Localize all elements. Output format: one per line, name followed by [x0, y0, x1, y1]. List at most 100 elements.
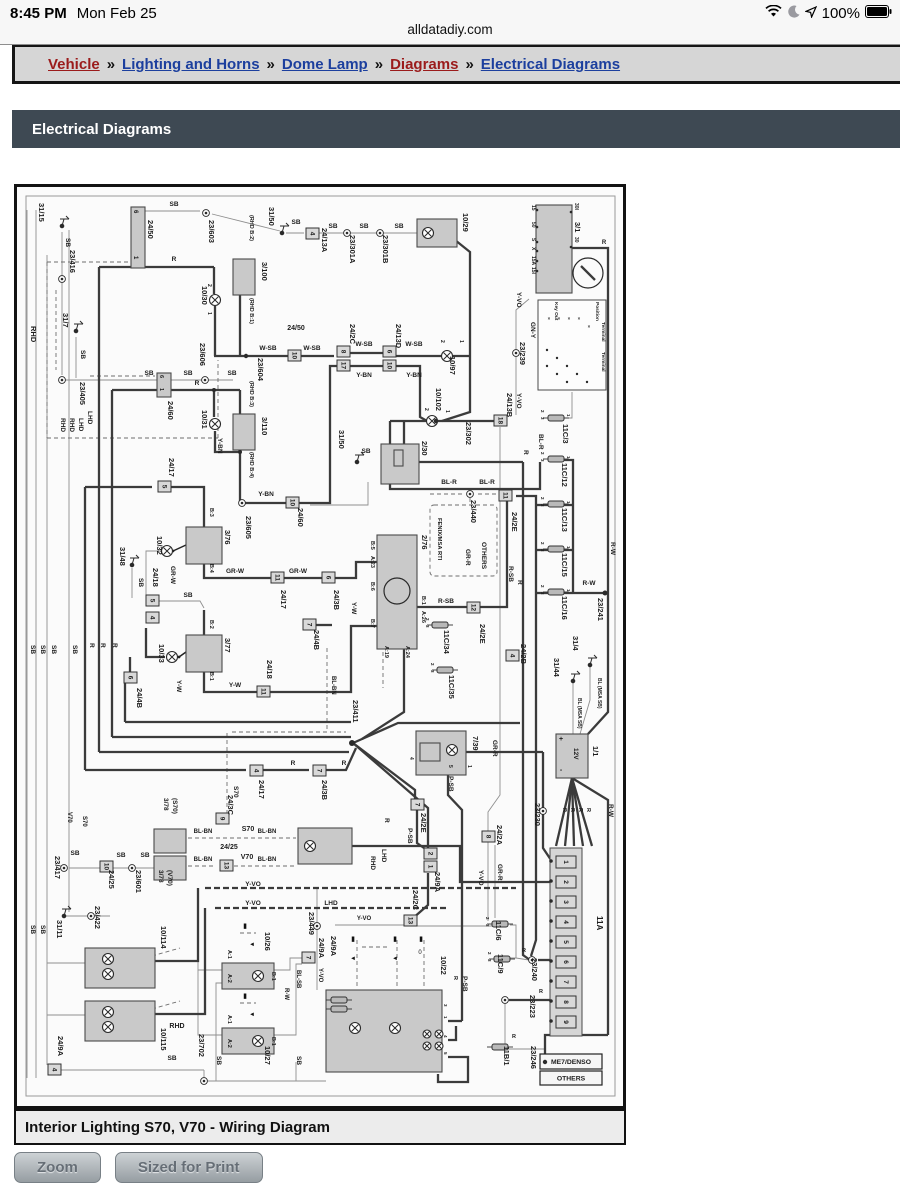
unit-7-39-inner	[419, 742, 441, 762]
connector-pin-18	[493, 414, 508, 427]
connector-pin-11	[256, 685, 271, 698]
connector-pin-4	[249, 764, 264, 777]
diagram-label: 5	[443, 1052, 448, 1055]
wire-node	[549, 959, 553, 963]
diagram-label: SB	[361, 448, 370, 455]
wire-thick	[335, 560, 377, 580]
diagram-label: LHD	[324, 900, 338, 907]
diagram-label: 24/2E	[478, 624, 487, 644]
wire-node	[243, 353, 249, 359]
connector-pin-1	[423, 860, 438, 873]
wire-thick	[446, 775, 464, 1021]
ground-icon	[587, 654, 598, 668]
diagram-label: SB	[64, 238, 71, 247]
diagram-label: S70	[232, 786, 239, 798]
connector-pin-13	[219, 859, 234, 872]
connector-pin-8	[555, 995, 577, 1009]
breadcrumb-link-lighting-and-horns[interactable]: Lighting and Horns	[122, 55, 260, 73]
diagram-label: 1	[566, 456, 571, 459]
ground-icon	[570, 670, 581, 684]
connector-pin-number: 8	[484, 835, 491, 839]
connector-pin-number: 4	[308, 232, 315, 236]
diagram-label: A:26	[420, 611, 426, 623]
diagram-label: 23/601	[134, 870, 143, 893]
diagram-label: 1	[566, 414, 571, 417]
wire-node	[575, 372, 579, 376]
diagram-label: 11A	[595, 916, 604, 930]
wire-thick	[570, 777, 576, 847]
diagram-label: 23/605	[244, 516, 253, 539]
wire-thin	[515, 957, 530, 961]
diagram-label: (RHD B:4)	[248, 452, 254, 478]
diagram-label: SB	[79, 350, 86, 359]
zoom-button[interactable]: Zoom	[14, 1152, 101, 1183]
diagram-label: BL (MSA SB)	[576, 698, 582, 729]
connector-pin-5	[157, 480, 172, 493]
diagram-label: 3	[540, 417, 545, 420]
connector-pin-10	[99, 860, 114, 873]
diagram-label: (RHD B:3)	[248, 381, 254, 407]
breadcrumb-link-vehicle[interactable]: Vehicle	[48, 55, 100, 73]
diagram-label: 23/246	[529, 1046, 538, 1069]
wire-thick	[352, 742, 430, 850]
connector-pin-4	[555, 915, 577, 929]
connector-pin-number: 4	[252, 769, 259, 773]
ground-icon	[73, 320, 84, 334]
connector-pin-5	[145, 594, 160, 607]
wire-dashed	[151, 1000, 181, 1010]
inline-connector-icon	[543, 455, 569, 463]
wire-thin	[215, 982, 222, 1081]
diagram-label: SB	[227, 370, 236, 377]
diagram-label: 3	[540, 592, 545, 595]
diagram-label: 11C/9	[496, 954, 505, 974]
splice-junction-icon	[512, 349, 520, 357]
diagram-label: A:23	[369, 556, 375, 568]
connector-pin-11	[498, 489, 513, 502]
connector-pin-12	[466, 601, 481, 614]
diagram-label: S70	[242, 826, 255, 833]
diagram-label: 10/27	[263, 1046, 272, 1065]
diagram-label: BL (MSA SB)	[596, 678, 602, 709]
wire-thick	[361, 649, 406, 740]
diagram-label: 10/114	[159, 926, 168, 949]
breadcrumb-link-dome-lamp[interactable]: Dome Lamp	[281, 55, 368, 73]
diagram-label: 3/1	[573, 222, 582, 232]
diagram-label: 3	[443, 1004, 448, 1007]
connector-pin-3	[555, 895, 577, 909]
diagram-label: 24/3B	[320, 780, 329, 801]
connector-pin-number: 8	[339, 350, 346, 354]
diagram-label: R-W	[283, 988, 289, 1000]
diagram-label: 2	[540, 452, 545, 455]
lamp-icon	[208, 417, 222, 431]
diagram-label: B:1	[270, 1037, 276, 1046]
diagram-label: R	[512, 1034, 516, 1040]
diagram-label: 15I	[530, 267, 536, 275]
breadcrumb-link-electrical-diagrams[interactable]: Electrical Diagrams	[480, 55, 621, 73]
connector-pin-number: 13	[406, 917, 413, 925]
diagram-label: 3/78	[162, 798, 169, 811]
diagram-label: SB	[29, 645, 36, 654]
diagram-label: BL-BN	[330, 676, 336, 695]
diagram-label: R	[539, 989, 543, 995]
ignition-switch-3-1	[535, 204, 573, 294]
diagram-label: Y-W	[350, 602, 357, 615]
ground-icon	[354, 451, 365, 465]
wire-thin	[510, 924, 517, 959]
diagram-label: B:7	[369, 619, 375, 628]
inline-connector-icon	[489, 955, 515, 963]
diagram-label: Y-BN	[258, 491, 274, 498]
diagram-label: 24/3B	[332, 590, 341, 611]
wire-thin	[197, 905, 222, 971]
url-field[interactable]: alldatadiy.com	[407, 22, 493, 37]
diagram-label: 50	[530, 222, 536, 228]
variant-dashed-box	[429, 504, 498, 577]
splice-junction-icon	[466, 490, 474, 498]
diagram-label: 31/7	[61, 313, 70, 328]
diagram-label: 4	[408, 757, 414, 760]
breadcrumb-link-diagrams[interactable]: Diagrams	[390, 55, 459, 73]
wire-thin	[274, 957, 302, 971]
sized-for-print-button[interactable]: Sized for Print	[114, 1152, 263, 1183]
wire-thick	[521, 462, 531, 961]
diagram-label: 11C/35	[447, 675, 456, 699]
